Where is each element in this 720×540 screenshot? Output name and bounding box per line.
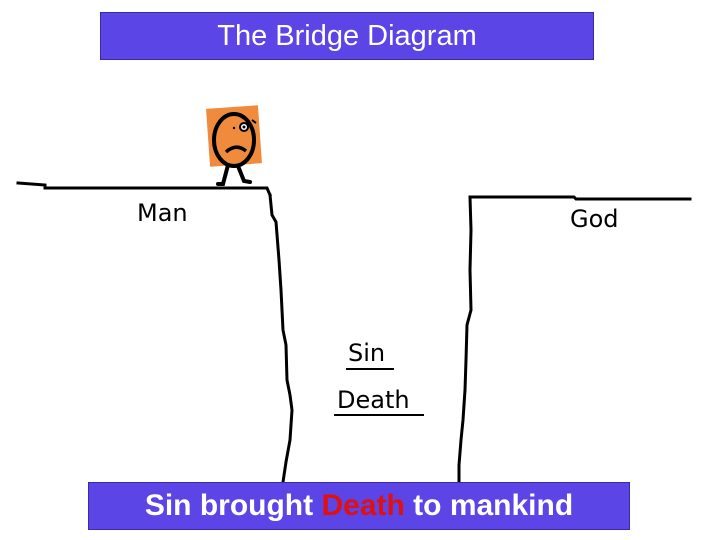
left-cliff-top	[16, 181, 272, 197]
right-cliff	[457, 195, 692, 484]
label-death: Death	[337, 386, 410, 414]
caption-banner: Sin brought Death to mankind	[88, 482, 630, 530]
caption-highlight-word: Death	[321, 489, 405, 522]
right-cliff-top	[468, 195, 692, 201]
death-underline	[334, 414, 424, 416]
worried-person-icon	[206, 105, 262, 186]
sin-underline	[346, 368, 394, 370]
label-man: Man	[137, 199, 188, 227]
diagram-title: The Bridge Diagram	[100, 12, 594, 60]
caption-text-before: Sin brought	[144, 489, 322, 522]
caption-text-after: to mankind	[404, 489, 574, 522]
right-cliff-face	[457, 195, 473, 484]
left-cliff	[16, 181, 294, 484]
left-cliff-face	[268, 193, 294, 484]
label-god: God	[570, 205, 619, 233]
label-sin: Sin	[348, 339, 386, 367]
